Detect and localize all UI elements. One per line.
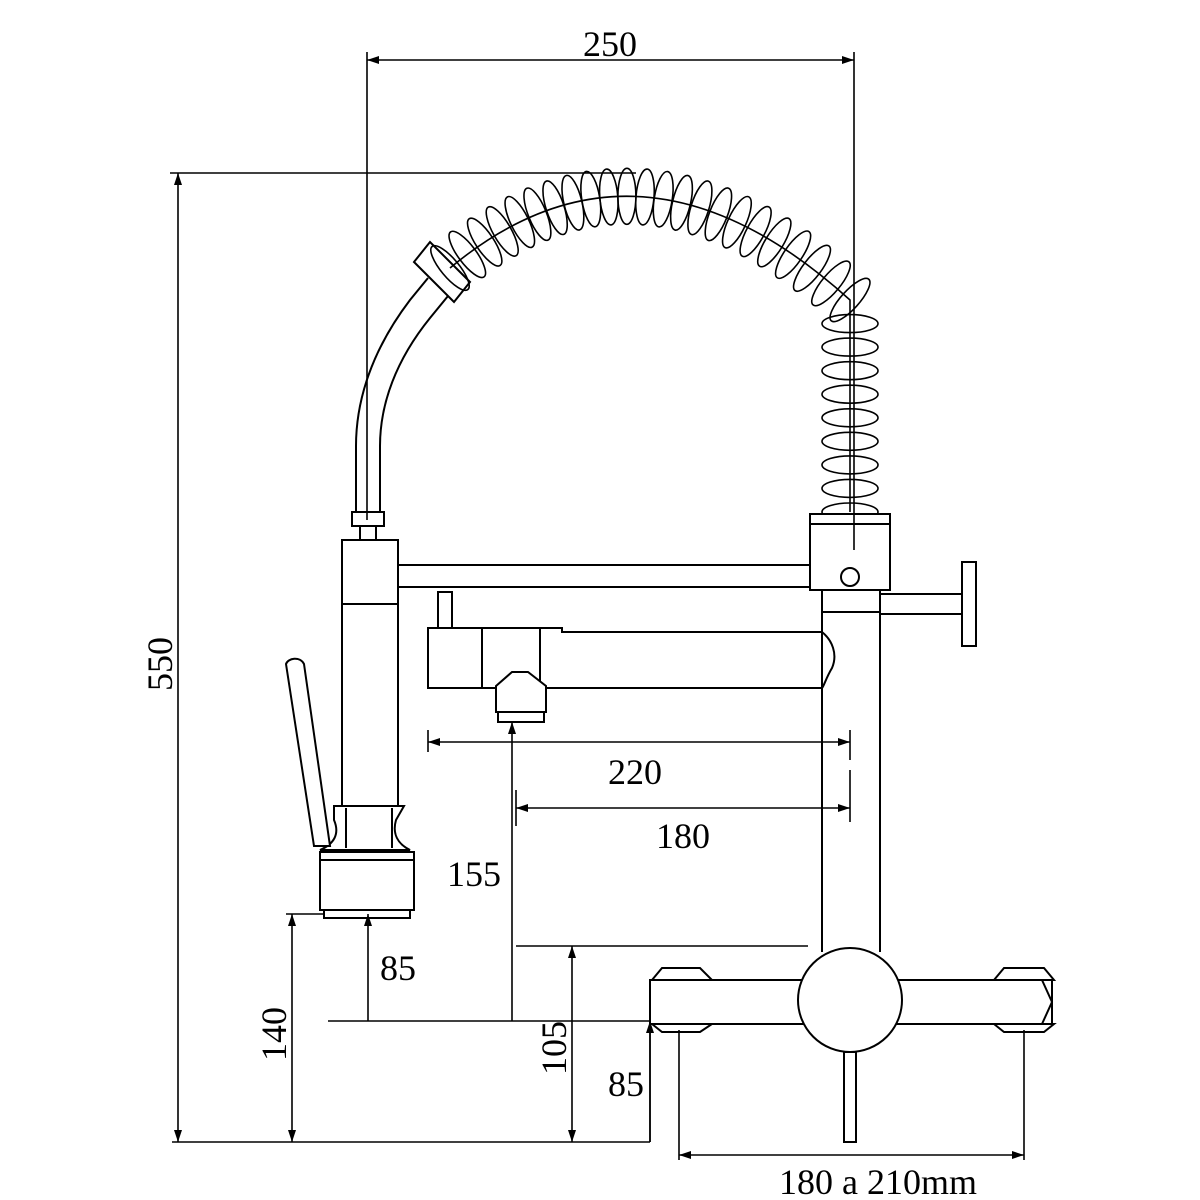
spring-loop (829, 277, 871, 323)
dim-outlet-height: 155 (447, 854, 501, 894)
spring-loop (821, 337, 879, 357)
dim-inlet-height: 85 (608, 1064, 644, 1104)
spring-loop (821, 407, 879, 428)
sprayer-head (319, 539, 415, 919)
spring-loop (485, 205, 519, 257)
secondary-spout (427, 591, 836, 723)
dim-sprayer-clearance: 85 (380, 948, 416, 988)
dimension-labels: 250 550 220 180 155 85 140 105 85 180 a … (140, 24, 977, 1200)
dim-spout-reach: 220 (608, 752, 662, 792)
dim-overall-height: 550 (140, 637, 180, 691)
faucet-column (821, 590, 881, 952)
dim-inlet-centers: 180 a 210mm (779, 1162, 977, 1200)
sprayer-hose (351, 277, 449, 541)
dim-inlet-to-spout: 105 (534, 1021, 574, 1075)
spring-loop (448, 230, 487, 279)
spring-loop (810, 260, 852, 307)
spring-loop (821, 360, 879, 381)
spring-loop (466, 217, 503, 267)
spring-loop (504, 195, 536, 249)
spring-loop (792, 244, 832, 293)
spring-loop (821, 384, 879, 405)
spring-loop (687, 180, 713, 236)
dimension-lines (170, 52, 1025, 1160)
dim-overall-width: 250 (583, 24, 637, 64)
faucet-outline (284, 167, 1057, 1143)
spring-collar (809, 513, 891, 591)
spring-loop (739, 205, 772, 258)
spring-loop (821, 478, 879, 499)
spring-loop (721, 195, 753, 249)
top-rail (395, 564, 811, 588)
spring-loop (430, 244, 470, 292)
mixer-body (649, 947, 1057, 1143)
spring-loop (669, 174, 694, 231)
spring-loop (774, 230, 812, 280)
coil-spring (430, 167, 879, 522)
spring-loop (523, 187, 552, 242)
spring-loop (821, 431, 879, 452)
spring-loop (756, 217, 792, 268)
dim-sprayer-height: 140 (254, 1007, 294, 1061)
spring-loop (821, 313, 879, 334)
spring-loop (704, 187, 733, 242)
dim-outlet-reach: 180 (656, 816, 710, 856)
cross-handle (879, 561, 977, 647)
sprayer-lever (284, 657, 332, 847)
spring-loop (821, 455, 879, 475)
